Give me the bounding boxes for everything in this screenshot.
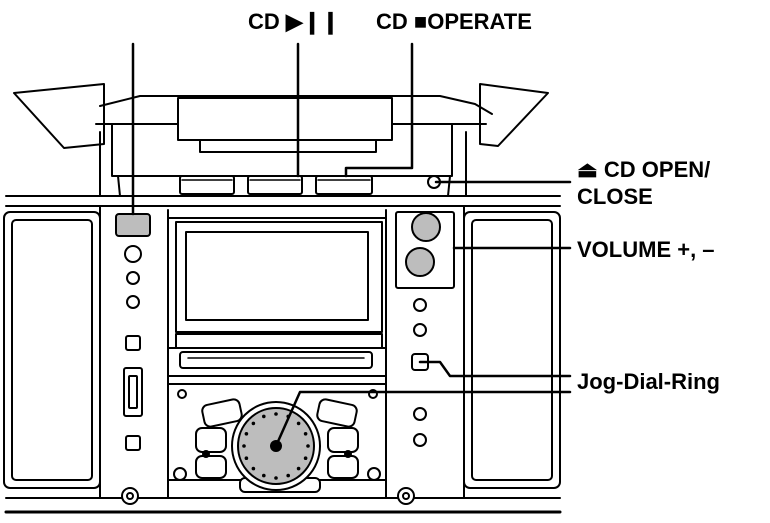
display-window xyxy=(185,231,369,321)
right-controls xyxy=(395,211,455,447)
left-controls xyxy=(115,213,151,451)
play-pause-button xyxy=(247,175,303,195)
volume-down-button xyxy=(405,247,435,277)
top-button-1 xyxy=(179,175,235,195)
left-speaker xyxy=(3,211,101,489)
top-buttons xyxy=(179,175,441,195)
jog-dial-tick xyxy=(296,421,301,426)
jog-dial-tick xyxy=(244,456,249,461)
jog-dial-tick xyxy=(251,421,256,426)
jog-dial-tick xyxy=(242,444,246,448)
jog-dial-tick xyxy=(286,473,291,478)
jog-dial-tick xyxy=(251,466,256,471)
stop-icon: ■ xyxy=(413,9,428,34)
leader-jog-dial xyxy=(274,390,572,448)
jog-dial-tick xyxy=(262,414,266,419)
jog-dial-tick xyxy=(244,432,249,436)
right-speaker xyxy=(463,211,561,489)
jog-dial-tick xyxy=(286,414,291,419)
leader-lines xyxy=(131,42,572,448)
highlighted-button xyxy=(115,213,151,237)
label-volume: VOLUME +, – xyxy=(577,237,715,262)
label-open-close-line2: CLOSE xyxy=(577,184,653,209)
play-pause-icon: ▶❙❙ xyxy=(285,9,340,34)
top-lid xyxy=(13,83,549,197)
label-cd-play-pause: CD ▶❙❙ xyxy=(248,8,340,35)
jog-dial-tick xyxy=(262,473,266,478)
label-cd-stop-operate: CD ■OPERATE xyxy=(376,8,532,35)
volume-up-button xyxy=(411,212,441,242)
main-body xyxy=(3,195,562,514)
slot xyxy=(179,351,373,369)
jog-dial-tick xyxy=(296,466,301,471)
foot-left xyxy=(121,487,139,505)
jog-dial-tick xyxy=(274,476,278,480)
label-cd-play-pause-text: CD xyxy=(248,9,280,34)
jog-dial-tick xyxy=(274,412,278,416)
leader-slot xyxy=(418,360,572,378)
eject-icon: ⏏ xyxy=(577,157,598,182)
leader-stop-operate xyxy=(344,42,414,178)
foot-right xyxy=(397,487,415,505)
label-cd-open-close: ⏏ CD OPEN/ CLOSE xyxy=(577,156,710,210)
label-jog-dial-ring: Jog-Dial-Ring xyxy=(577,369,720,394)
label-operate-text: OPERATE xyxy=(427,9,532,34)
label-open-close-line1: CD OPEN/ xyxy=(603,157,711,182)
jog-dial-tick xyxy=(303,432,308,436)
stop-operate-button xyxy=(315,175,373,195)
jog-dial-tick xyxy=(306,444,310,448)
jog-dial-tick xyxy=(303,456,308,461)
label-cd-stop-text: CD xyxy=(376,9,408,34)
